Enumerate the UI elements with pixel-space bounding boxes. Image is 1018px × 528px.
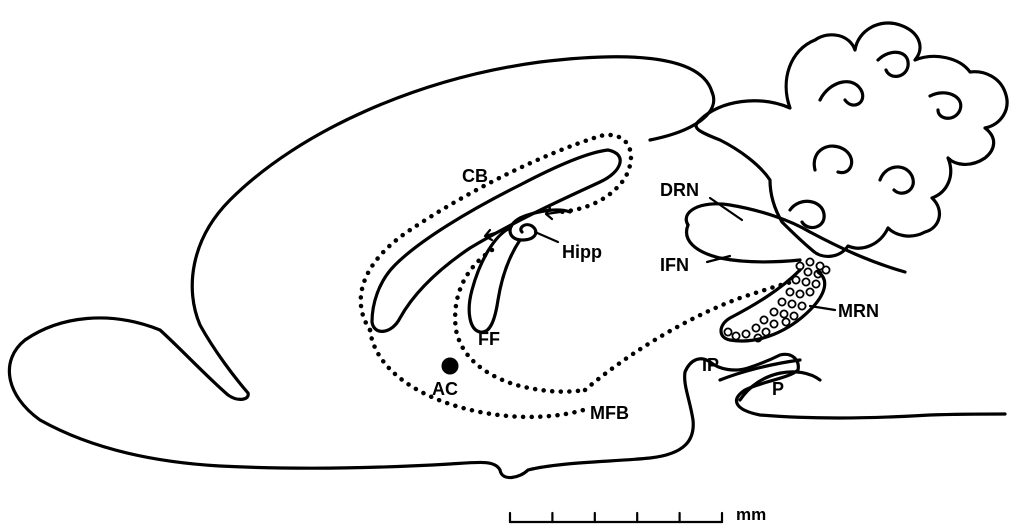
fornix-dotted-path: [455, 250, 585, 392]
anterior-commissure-dot: [442, 358, 458, 374]
raphe-cell: [812, 280, 819, 287]
raphe-cell: [804, 268, 811, 275]
raphe-cell: [786, 288, 793, 295]
raphe-cell: [806, 258, 813, 265]
label-ifn: IFN: [660, 256, 689, 274]
label-mfb: MFB: [590, 404, 629, 422]
raphe-cell: [796, 290, 803, 297]
raphe-cell: [782, 318, 789, 325]
scale-unit-label: mm: [736, 506, 766, 523]
raphe-cell: [778, 298, 785, 305]
raphe-cell: [724, 328, 731, 335]
cerebellum-folia-4: [814, 146, 851, 173]
drn-pointer: [710, 198, 742, 220]
raphe-cell: [798, 302, 805, 309]
raphe-cell: [790, 312, 797, 319]
raphe-cell: [788, 300, 795, 307]
raphe-cell: [770, 308, 777, 315]
raphe-cell: [780, 310, 787, 317]
raphe-cell: [762, 328, 769, 335]
label-mrn: MRN: [838, 302, 879, 320]
raphe-cell: [732, 332, 739, 339]
hipp-pointer: [535, 232, 558, 242]
cerebellum-folia-5: [880, 167, 913, 193]
cerebellum-folia-1: [820, 82, 863, 105]
raphe-cell: [802, 278, 809, 285]
label-ac: AC: [432, 380, 458, 398]
raphe-cell: [742, 330, 749, 337]
cerebellum-folia-2: [878, 52, 908, 76]
scale-bar: [510, 513, 722, 522]
label-ff: FF: [478, 330, 500, 348]
scale-bar-ticks: [510, 513, 722, 522]
ifn-bulge: [687, 225, 800, 262]
raphe-cell: [752, 324, 759, 331]
hippocampus-swirl: [510, 210, 570, 240]
raphe-cell: [822, 266, 829, 273]
raphe-cell: [806, 288, 813, 295]
cerebellum-folia-3: [930, 93, 961, 118]
label-hipp: Hipp: [562, 243, 602, 261]
label-p: P: [772, 380, 784, 398]
cerebellum-outline: [696, 23, 1007, 256]
label-cb: CB: [462, 167, 488, 185]
raphe-cell: [770, 320, 777, 327]
raphe-cell: [760, 316, 767, 323]
label-drn: DRN: [660, 181, 699, 199]
label-ip: IP: [702, 356, 719, 374]
